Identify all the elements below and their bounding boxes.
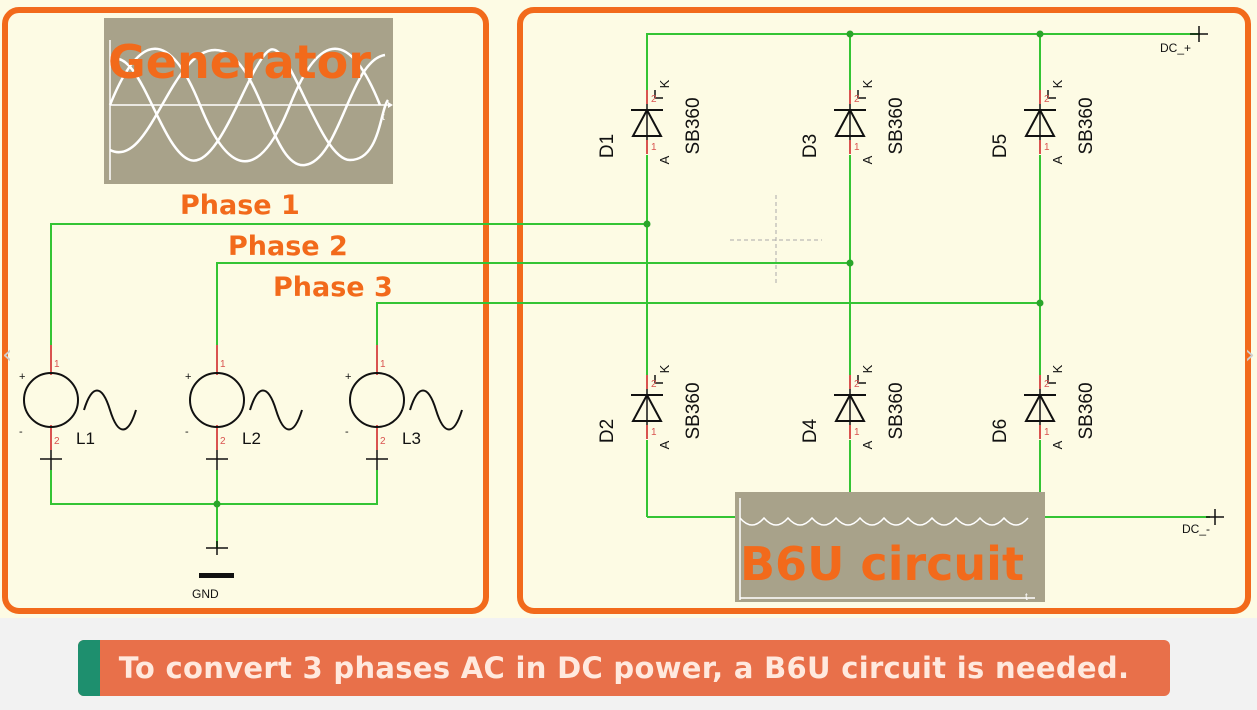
ac-sources: + - 1 2 L1 + - 1 2 L2 + - 1 2 L3	[19, 345, 463, 470]
diode-part-label: SB360	[886, 382, 907, 439]
phase-2-label: Phase 2	[228, 231, 348, 262]
source-minus-label: -	[345, 426, 349, 438]
diode-anode-label: A	[860, 155, 875, 164]
diode-pin-top: 2	[1044, 379, 1050, 390]
source-name-label: L2	[242, 429, 261, 448]
diode-pin-bottom: 1	[1044, 427, 1050, 438]
source-name-label: L1	[76, 429, 95, 448]
diode-pin-bottom: 1	[854, 427, 860, 438]
diode-ref-label: D4	[800, 418, 821, 443]
circuit-diagram: t Generator Phase 1 Phase 2 Phase 3 DC_+	[2, 7, 1251, 614]
diode-part-label: SB360	[683, 382, 704, 439]
diode-pin-top: 2	[854, 379, 860, 390]
diode-part-label: SB360	[683, 97, 704, 154]
source-pin-bottom: 2	[220, 436, 226, 447]
diode-pin-bottom: 1	[651, 427, 657, 438]
diode-cathode-label: K	[1050, 79, 1065, 88]
dc-plus-label: DC_+	[1160, 41, 1191, 55]
diode-d2: 2 1 K A D2 SB360	[597, 364, 704, 449]
diode-anode-label: A	[1050, 440, 1065, 449]
rectifier-panel	[517, 7, 1251, 614]
source-minus-label: -	[19, 426, 23, 438]
diode-part-label: SB360	[1076, 382, 1097, 439]
diode-ref-label: D1	[597, 134, 618, 158]
diode-anode-label: A	[657, 440, 672, 449]
ac-source-3: + - 1 2 L3	[345, 345, 463, 470]
diode-cathode-label: K	[860, 79, 875, 88]
diode-d3: 2 1 K A D3 SB360	[800, 79, 907, 164]
diode-pin-top: 2	[1044, 94, 1050, 105]
b6u-axis-t: t	[1025, 592, 1028, 603]
diode-ref-label: D2	[597, 419, 618, 443]
diode-part-label: SB360	[1076, 97, 1097, 154]
diode-d6: 2 1 K A D6 SB360	[990, 364, 1097, 449]
diode-ref-label: D3	[800, 134, 821, 158]
b6u-waveform-image: t	[735, 492, 1045, 603]
diode-pin-bottom: 1	[1044, 142, 1050, 153]
dc-minus-terminal	[1206, 509, 1224, 525]
generator-axis-t: t	[382, 112, 385, 123]
source-plus-label: +	[345, 371, 351, 383]
caption-stripe	[78, 640, 100, 696]
source-name-label: L3	[402, 429, 421, 448]
ac-source-1: + - 1 2 L1	[19, 345, 137, 470]
prev-slide-icon[interactable]: ‹	[2, 340, 13, 370]
diode-ref-label: D5	[990, 134, 1011, 158]
diode-cathode-label: K	[1050, 364, 1065, 373]
generator-panel	[2, 7, 489, 614]
ac-source-2: + - 1 2 L2	[185, 345, 303, 470]
diode-ref-label: D6	[990, 419, 1011, 443]
generator-title: Generator	[108, 35, 371, 89]
diode-cathode-label: K	[860, 364, 875, 373]
diode-pin-bottom: 1	[854, 142, 860, 153]
source-pin-top: 1	[220, 359, 226, 370]
diode-cathode-label: K	[657, 79, 672, 88]
diode-anode-label: A	[657, 155, 672, 164]
caption-text: To convert 3 phases AC in DC power, a B6…	[118, 651, 1130, 685]
source-pin-bottom: 2	[54, 436, 60, 447]
source-plus-label: +	[19, 371, 25, 383]
source-pin-top: 1	[54, 359, 60, 370]
diode-anode-label: A	[1050, 155, 1065, 164]
source-plus-label: +	[185, 371, 191, 383]
generator-waveform-image: t	[104, 18, 393, 184]
diode-pin-top: 2	[651, 94, 657, 105]
ground-symbol	[199, 541, 234, 578]
source-pin-bottom: 2	[380, 436, 386, 447]
diode-part-label: SB360	[886, 97, 907, 154]
diode-anode-label: A	[860, 440, 875, 449]
phase-3-label: Phase 3	[273, 272, 393, 303]
diode-pin-top: 2	[854, 94, 860, 105]
caption-banner: To convert 3 phases AC in DC power, a B6…	[78, 640, 1170, 696]
crosshair-cursor	[730, 195, 822, 285]
dc-minus-label: DC_-	[1182, 522, 1210, 536]
next-slide-icon[interactable]: ›	[1244, 340, 1255, 370]
diode-d4: 2 1 K A D4 SB360	[800, 364, 907, 449]
diode-pin-bottom: 1	[651, 142, 657, 153]
diode-d1: 2 1 K A D1 SB360	[597, 79, 704, 164]
diode-d5: 2 1 K A D5 SB360	[990, 79, 1097, 164]
source-minus-label: -	[185, 426, 189, 438]
phase-1-label: Phase 1	[180, 190, 300, 221]
diode-pin-top: 2	[651, 379, 657, 390]
source-pin-top: 1	[380, 359, 386, 370]
diode-cathode-label: K	[657, 364, 672, 373]
dc-plus-terminal	[1190, 26, 1208, 42]
b6u-title: B6U circuit	[740, 537, 1024, 591]
ground-label: GND	[192, 587, 219, 601]
